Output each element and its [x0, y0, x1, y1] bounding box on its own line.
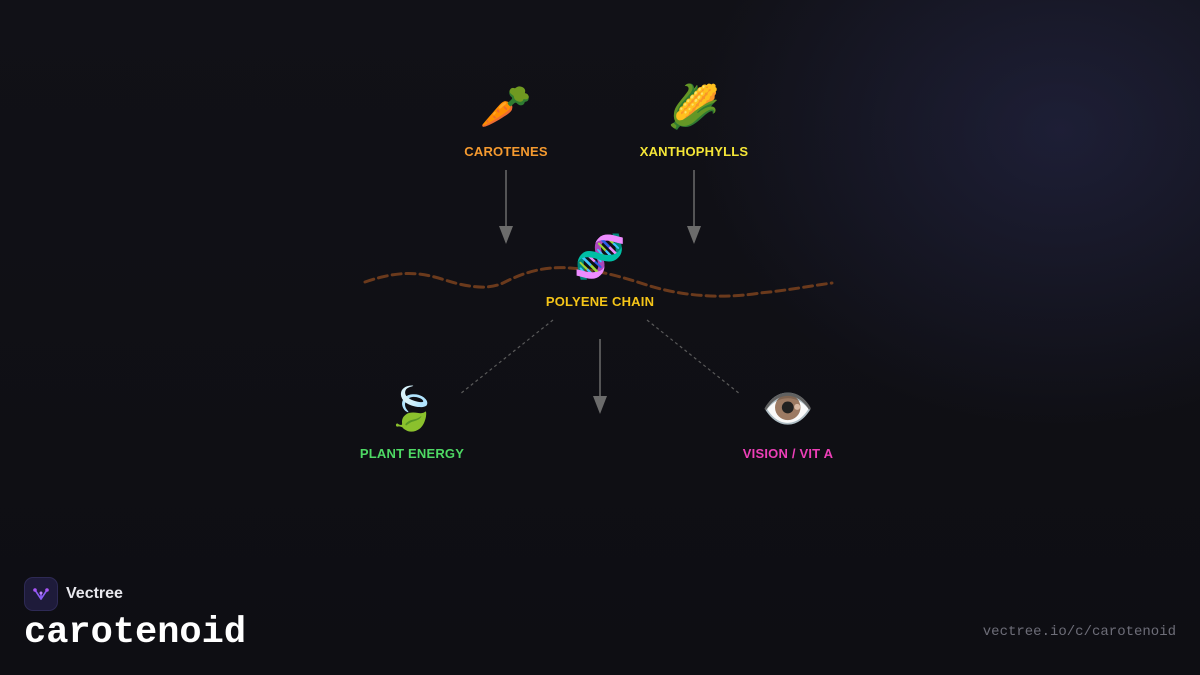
arrowhead-chain-down [593, 396, 607, 414]
brand-name: Vectree [66, 585, 123, 602]
dna-icon: 🧬 [573, 232, 627, 281]
node-label-xanthophylls: XANTHOPHYLLS [639, 144, 749, 159]
node-polyene-chain: 🧬 POLYENE CHAIN [520, 232, 680, 309]
node-label-vision: VISION / VIT A [742, 446, 834, 461]
node-plant-energy: 🍃 PLANT ENERGY [332, 384, 492, 461]
polyene-chain-wave [363, 266, 834, 298]
footer-url[interactable]: vectree.io/c/carotenoid [982, 624, 1176, 640]
arrowhead-xanthophylls [687, 226, 701, 244]
branch-to-vision [646, 319, 741, 395]
node-xanthophylls: 🌽 XANTHOPHYLLS [614, 82, 774, 159]
node-label-polyene-chain: POLYENE CHAIN [545, 294, 655, 309]
carrot-icon: 🥕 [479, 82, 533, 131]
node-label-plant-energy: PLANT ENERGY [359, 446, 465, 461]
corn-icon: 🌽 [667, 82, 721, 131]
node-label-carotenes: CAROTENES [464, 144, 548, 159]
branch-to-plant-energy [459, 319, 554, 395]
brand[interactable]: Vectree [24, 577, 123, 611]
arrowhead-carotenes [499, 226, 513, 244]
node-vision: 👁️ VISION / VIT A [708, 384, 868, 461]
page-title: carotenoid [24, 612, 247, 654]
leaf-icon: 🍃 [385, 384, 439, 433]
vectree-logo-icon [24, 577, 58, 611]
eye-icon: 👁️ [761, 384, 815, 433]
node-carotenes: 🥕 CAROTENES [426, 82, 586, 159]
